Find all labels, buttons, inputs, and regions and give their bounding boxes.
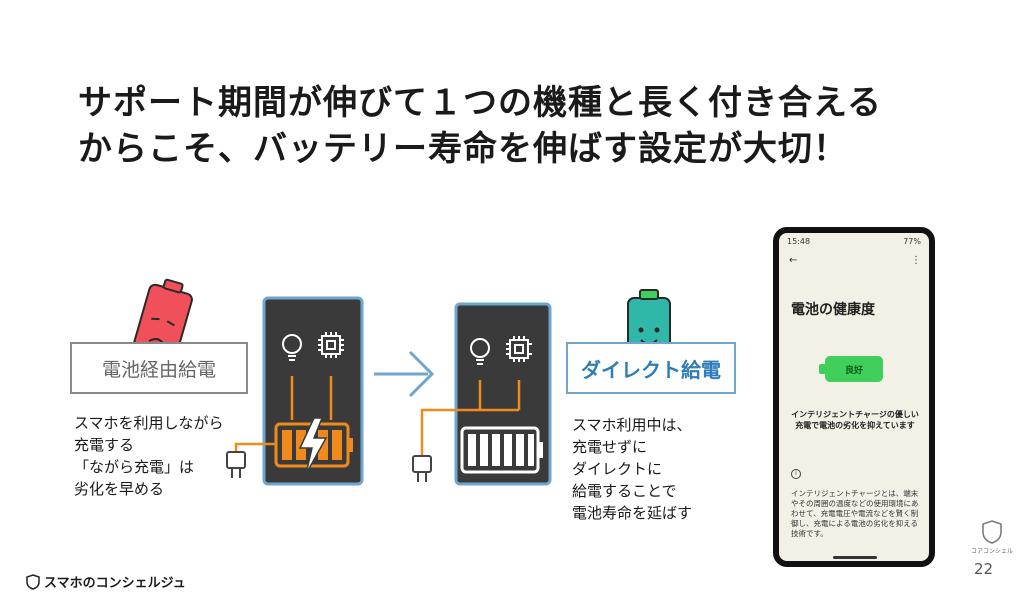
shield-brand-icon xyxy=(26,573,40,590)
desc-line: 充電する xyxy=(74,436,135,454)
battery-health-badge: 良好 xyxy=(825,356,883,382)
status-bar: 15:48 77% xyxy=(787,237,921,249)
direct-route-description: スマホ利用中は、 充電せずに ダイレクトに 給電することで 電池寿命を延ばす xyxy=(572,414,692,524)
desc-line: 「ながら充電」は xyxy=(74,458,195,476)
direct-route-label: ダイレクト給電 xyxy=(566,342,736,394)
title-line-1: サポート期間が伸びて１つの機種と長く付き合える xyxy=(78,83,882,123)
phone-screenshot: 15:48 77% ← ⋮ 電池の健康度 良好 インテリジェントチャージの優しい… xyxy=(773,227,935,567)
bulb-icon xyxy=(282,334,302,361)
chip-icon xyxy=(506,336,532,362)
direct-route-panel xyxy=(412,302,552,486)
battery-route-description: スマホを利用しながら 充電する 「ながら充電」は 劣化を早める xyxy=(74,412,224,500)
corner-logo: コアコンシェル xyxy=(962,520,1022,555)
brand-footer: スマホのコンシェルジュ xyxy=(26,572,186,591)
info-icon: i xyxy=(791,469,801,479)
home-indicator xyxy=(833,556,877,559)
more-vert-icon[interactable]: ⋮ xyxy=(911,255,921,266)
bulb-icon xyxy=(470,338,490,365)
arrow-right-icon xyxy=(374,350,435,398)
battery-route-panel xyxy=(226,296,364,486)
desc-line: 給電することで xyxy=(572,482,677,500)
full-battery-icon xyxy=(460,426,543,474)
battery-health-tip xyxy=(819,364,825,374)
desc-line: スマホ利用中は、 xyxy=(572,416,692,434)
title-line-2: からこそ、バッテリー寿命を伸ばす設定が大切！ xyxy=(78,129,848,169)
shield-logo-icon xyxy=(982,520,1002,544)
chip-icon xyxy=(318,332,344,358)
desc-line: スマホを利用しながら xyxy=(74,414,224,432)
desc-line: 電池寿命を延ばす xyxy=(572,504,693,522)
status-time: 15:48 xyxy=(787,237,811,246)
status-battery: 77% xyxy=(903,237,921,246)
back-arrow-icon[interactable]: ← xyxy=(789,255,798,266)
battery-route-label: 電池経由給電 xyxy=(70,342,248,394)
health-summary: インテリジェントチャージの優しい充電で電池の劣化を抑えています xyxy=(791,410,919,430)
desc-line: ダイレクトに xyxy=(572,460,663,478)
desc-line: 劣化を早める xyxy=(74,480,165,498)
brand-name: スマホのコンシェルジュ xyxy=(44,576,186,591)
slide-title: サポート期間が伸びて１つの機種と長く付き合える からこそ、バッテリー寿命を伸ばす… xyxy=(78,80,978,172)
desc-line: 充電せずに xyxy=(572,438,648,456)
plug-icon xyxy=(412,455,432,482)
screen-title: 電池の健康度 xyxy=(791,302,875,318)
corner-logo-text: コアコンシェル xyxy=(970,548,1013,555)
charging-battery-icon xyxy=(274,417,353,475)
health-explanation: インテリジェントチャージとは、端末やその周囲の温度などの使用環境にあわせて、充電… xyxy=(791,489,919,538)
plug-icon xyxy=(226,451,246,478)
slide-number: 22 xyxy=(974,560,994,578)
